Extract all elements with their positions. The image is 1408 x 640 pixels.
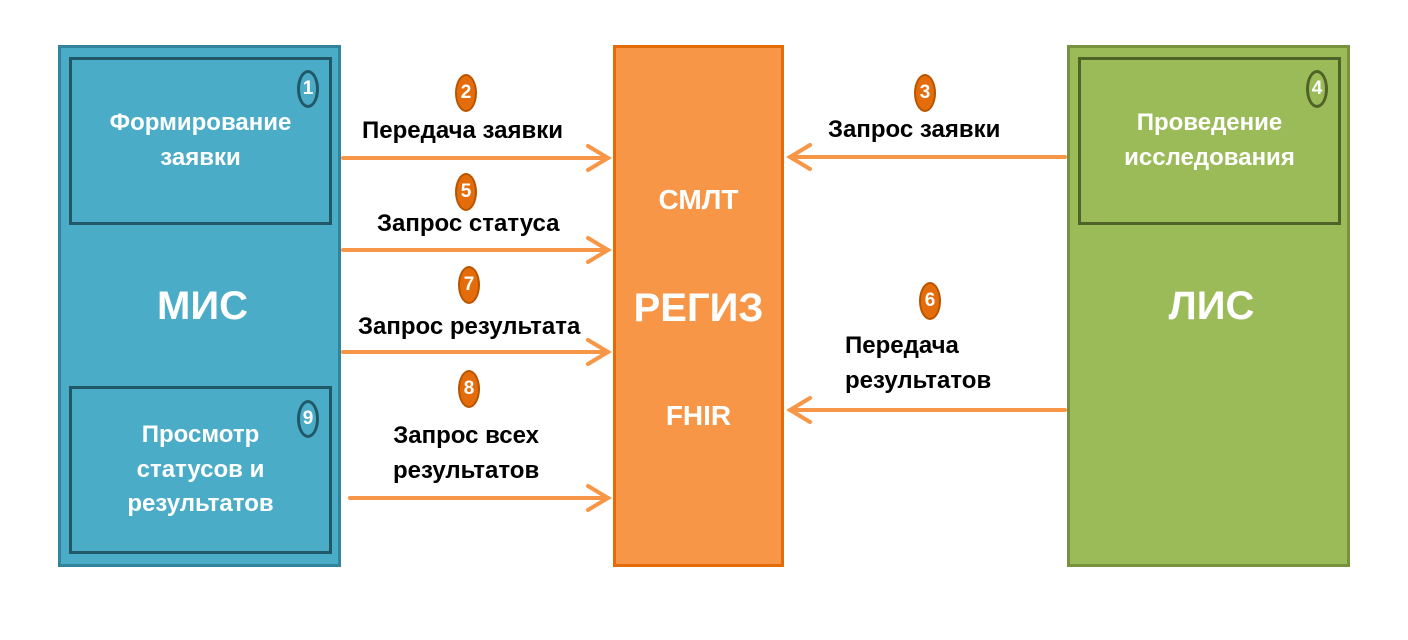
- flow-label-get-request: Запрос заявки: [828, 116, 1001, 143]
- mis-title: МИС: [157, 284, 248, 328]
- lis-system-block: Проведение исследования 4 ЛИС: [1067, 45, 1350, 567]
- step-badge-4: 4: [1306, 70, 1328, 108]
- lis-title: ЛИС: [1168, 284, 1255, 328]
- arrow-step-2: [341, 144, 612, 172]
- flow-label-send-request: Передача заявки: [362, 117, 564, 144]
- mis-view-results-block: Просмотр статусов и результатов: [69, 386, 332, 554]
- flow-label-all-results-request: Запрос всех результатов: [393, 422, 540, 484]
- step-badge-5: 5: [455, 173, 477, 211]
- mis-system-block: Формирование заявки 1 МИС Просмотр стату…: [58, 45, 341, 567]
- arrow-step-6: [786, 396, 1067, 424]
- mis-request-formation-block: Формирование заявки: [69, 57, 332, 225]
- arrow-step-3: [786, 143, 1067, 171]
- step-badge-3: 3: [914, 74, 936, 112]
- mis-view-results-label: Просмотр статусов и результатов: [127, 420, 274, 518]
- arrow-step-5: [341, 236, 612, 264]
- mis-request-formation-label: Формирование заявки: [109, 109, 292, 171]
- regiz-system-block: СМЛТ РЕГИЗ FHIR: [613, 45, 784, 567]
- flow-label-status-request: Запрос статуса: [377, 210, 560, 237]
- regiz-title: РЕГИЗ: [633, 286, 764, 330]
- flow-label-result-request: Запрос результата: [358, 313, 581, 340]
- step-badge-8: 8: [458, 370, 480, 408]
- step-badge-9: 9: [297, 400, 319, 438]
- regiz-smlt-label: СМЛТ: [658, 184, 739, 215]
- arrow-step-7: [341, 338, 612, 366]
- flow-label-send-results: Передача результатов: [845, 332, 992, 394]
- arrow-step-8: [348, 484, 612, 512]
- lis-research-block: Проведение исследования: [1078, 57, 1341, 225]
- step-badge-7: 7: [458, 266, 480, 304]
- step-badge-6: 6: [919, 282, 941, 320]
- regiz-fhir-label: FHIR: [665, 400, 732, 431]
- step-badge-2: 2: [455, 74, 477, 112]
- lis-research-label: Проведение исследования: [1124, 109, 1295, 171]
- step-badge-1: 1: [297, 70, 319, 108]
